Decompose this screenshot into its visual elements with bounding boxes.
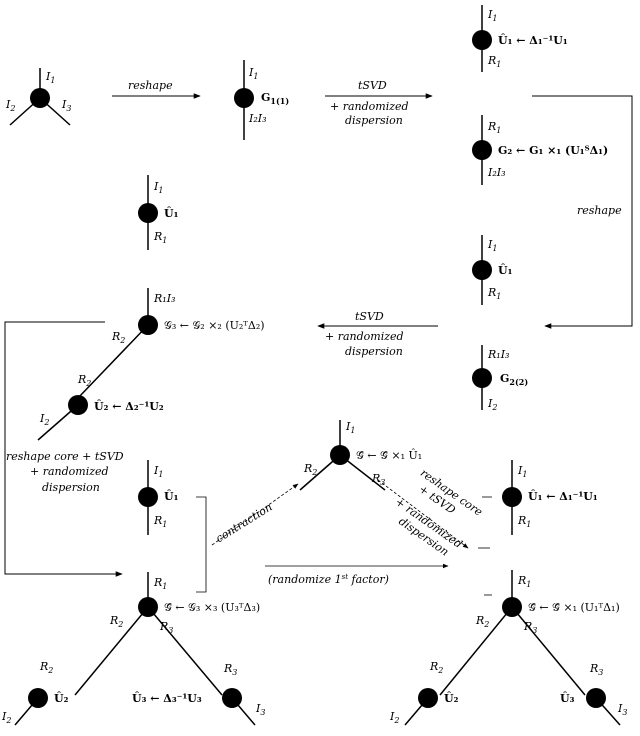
svg-text:I3: I3 bbox=[617, 702, 627, 717]
label-g1-top: I1 bbox=[248, 66, 258, 81]
svg-text:I1: I1 bbox=[345, 420, 355, 435]
svg-text:R₁I₃: R₁I₃ bbox=[153, 292, 175, 305]
svg-text:Û₁ ← Δ₁⁻¹U₁: Û₁ ← Δ₁⁻¹U₁ bbox=[498, 33, 568, 47]
svg-text:𝒢̂ ← 𝒢̂ ×₁ Û₁: 𝒢̂ ← 𝒢̂ ×₁ Û₁ bbox=[356, 448, 422, 462]
svg-text:I2: I2 bbox=[39, 412, 49, 427]
arrow-reshape-2: reshape bbox=[532, 95, 633, 329]
svg-text:Û₂: Û₂ bbox=[444, 691, 459, 705]
svg-text:R1: R1 bbox=[487, 286, 501, 301]
label-i3: I3 bbox=[61, 98, 71, 113]
tensor-node-ghat-right: R1 R2 R3 𝒢̂ ← 𝒢̂ ×₁ (U₁ᵀΔ₁) bbox=[439, 570, 620, 696]
arrow-contraction: contraction bbox=[211, 483, 299, 546]
svg-text:Û₂: Û₂ bbox=[54, 691, 69, 705]
svg-text:R1: R1 bbox=[153, 576, 167, 591]
tensor-node-g1: I1 G1(1) I₂I₃ bbox=[234, 60, 289, 140]
svg-text:R2: R2 bbox=[77, 373, 91, 388]
tensor-node-u3hat-right: R3 I3 Û₃ bbox=[560, 662, 627, 726]
label-g1: G1(1) bbox=[261, 91, 289, 106]
svg-text:I1: I1 bbox=[517, 464, 527, 479]
svg-text:R1: R1 bbox=[487, 120, 501, 135]
arrow-diag-reshape: reshape core + tSVD + randomized dispers… bbox=[377, 466, 485, 559]
svg-text:R2: R2 bbox=[109, 614, 123, 629]
svg-text:𝒢̂ ← 𝒢₃ ×₃ (U₃ᵀΔ₃): 𝒢̂ ← 𝒢₃ ×₃ (U₃ᵀΔ₃) bbox=[164, 601, 260, 614]
svg-text:I1: I1 bbox=[487, 238, 497, 253]
svg-text:R3: R3 bbox=[371, 472, 385, 487]
svg-text:Û₁: Û₁ bbox=[498, 263, 513, 277]
svg-text:+ randomized: + randomized bbox=[325, 330, 404, 343]
svg-text:R1: R1 bbox=[517, 514, 531, 529]
tensor-node-g2: R1 G₂ ← G₁ ×₁ (U₁ᵀΔ₁) I₂I₃ bbox=[472, 115, 608, 185]
svg-text:R2: R2 bbox=[39, 660, 53, 675]
arrow-reshape-1: reshape bbox=[112, 79, 201, 99]
arrow-randomize: (randomize 1st factor) bbox=[265, 563, 449, 586]
svg-text:dispersion: dispersion bbox=[345, 114, 403, 127]
svg-text:Û₁: Û₁ bbox=[164, 206, 179, 220]
svg-text:R3: R3 bbox=[523, 620, 537, 635]
tensor-node-initial: I1 I2 I3 bbox=[5, 68, 71, 126]
tensor-node-u1hat-left-top: I1 Û₁ R1 bbox=[138, 175, 179, 250]
svg-text:R₁I₃: R₁I₃ bbox=[487, 348, 509, 361]
svg-text:R1: R1 bbox=[153, 230, 167, 245]
svg-text:Û₁ ← Δ₁⁻¹U₁: Û₁ ← Δ₁⁻¹U₁ bbox=[528, 489, 598, 503]
svg-text:R3: R3 bbox=[589, 662, 603, 677]
svg-text:reshape core + tSVD: reshape core + tSVD bbox=[6, 450, 124, 463]
tensor-node-u1hat-right: I1 Û₁ R1 bbox=[472, 235, 513, 305]
svg-text:reshape: reshape bbox=[128, 79, 173, 92]
svg-text:I2: I2 bbox=[1, 710, 11, 725]
label-i2: I2 bbox=[5, 98, 15, 113]
svg-text:I2: I2 bbox=[487, 397, 497, 412]
svg-text:dispersion: dispersion bbox=[345, 345, 403, 358]
svg-text:contraction: contraction bbox=[213, 500, 274, 545]
svg-text:reshape: reshape bbox=[577, 204, 622, 217]
svg-text:I1: I1 bbox=[487, 8, 497, 23]
tensor-node-g3: R₁I₃ R2 𝒢₃ ← 𝒢₂ ×₂ (U₂ᵀΔ₂) bbox=[77, 288, 265, 399]
arrow-tsvd-2: tSVD + randomized dispersion bbox=[317, 310, 438, 358]
tensor-node-u1hat-left-bottom: I1 Û₁ R1 bbox=[138, 460, 179, 535]
label-g1-bottom: I₂I₃ bbox=[248, 112, 267, 125]
tensor-node-u2hat-left: R2 I2 Û₂ bbox=[1, 660, 69, 726]
svg-text:I1: I1 bbox=[153, 464, 163, 479]
tensor-node-u2: R2 I2 Û₂ ← Δ₂⁻¹U₂ bbox=[37, 373, 164, 441]
label-i1: I1 bbox=[45, 70, 55, 85]
svg-text:R1: R1 bbox=[487, 54, 501, 69]
svg-text:R3: R3 bbox=[159, 620, 173, 635]
tensor-node-ghat-left: R1 R2 R3 𝒢̂ ← 𝒢₃ ×₃ (U₃ᵀΔ₃) bbox=[74, 572, 260, 696]
svg-text:R2: R2 bbox=[475, 614, 489, 629]
svg-text:G2(2): G2(2) bbox=[500, 372, 528, 387]
svg-text:I₂I₃: I₂I₃ bbox=[487, 166, 506, 179]
tensor-node-u3: R3 I3 Û₃ ← Δ₃⁻¹U₃ bbox=[132, 662, 265, 726]
svg-text:R2: R2 bbox=[429, 660, 443, 675]
arrow-core-loop: reshape core + tSVD + randomized dispers… bbox=[4, 321, 124, 577]
tensor-node-u1-right-lower: I1 Û₁ ← Δ₁⁻¹U₁ R1 bbox=[478, 460, 598, 549]
svg-text:dispersion: dispersion bbox=[42, 481, 100, 494]
svg-text:I3: I3 bbox=[255, 702, 265, 717]
svg-text:+ randomized: + randomized bbox=[30, 465, 109, 478]
svg-text:𝒢̂ ← 𝒢̂ ×₁ (U₁ᵀΔ₁): 𝒢̂ ← 𝒢̂ ×₁ (U₁ᵀΔ₁) bbox=[528, 601, 620, 614]
svg-text:R3: R3 bbox=[223, 662, 237, 677]
svg-text:Û₃ ← Δ₃⁻¹U₃: Û₃ ← Δ₃⁻¹U₃ bbox=[132, 691, 202, 705]
tensor-node-u1-top: I1 Û₁ ← Δ₁⁻¹U₁ R1 bbox=[472, 5, 568, 72]
svg-text:𝒢₃ ← 𝒢₂ ×₂ (U₂ᵀΔ₂): 𝒢₃ ← 𝒢₂ ×₂ (U₂ᵀΔ₂) bbox=[164, 319, 265, 332]
svg-text:+ randomized: + randomized bbox=[330, 100, 409, 113]
svg-text:R2: R2 bbox=[303, 462, 317, 477]
svg-text:R1: R1 bbox=[517, 574, 531, 589]
tensor-node-u2hat-right: R2 I2 Û₂ bbox=[389, 660, 459, 726]
arrow-tsvd-1: tSVD + randomized dispersion bbox=[325, 79, 433, 127]
svg-text:Û₂ ← Δ₂⁻¹U₂: Û₂ ← Δ₂⁻¹U₂ bbox=[94, 399, 164, 413]
svg-text:Û₃: Û₃ bbox=[560, 691, 575, 705]
svg-text:tSVD: tSVD bbox=[358, 79, 387, 92]
tensor-node-g2-2: R₁I₃ G2(2) I2 bbox=[472, 345, 528, 412]
tensor-node-ghat-top: I1 R2 R3 𝒢̂ ← 𝒢̂ ×₁ Û₁ bbox=[299, 420, 422, 491]
svg-text:G₂ ← G₁ ×₁ (U₁ᵀΔ₁): G₂ ← G₁ ×₁ (U₁ᵀΔ₁) bbox=[498, 144, 608, 157]
svg-text:R2: R2 bbox=[111, 330, 125, 345]
svg-text:I2: I2 bbox=[389, 710, 399, 725]
svg-text:tSVD: tSVD bbox=[355, 310, 384, 323]
svg-text:(randomize 1st factor): (randomize 1st factor) bbox=[268, 573, 389, 586]
svg-text:I1: I1 bbox=[153, 180, 163, 195]
svg-text:R1: R1 bbox=[153, 514, 167, 529]
svg-text:Û₁: Û₁ bbox=[164, 489, 179, 503]
bracket-join bbox=[196, 496, 207, 593]
